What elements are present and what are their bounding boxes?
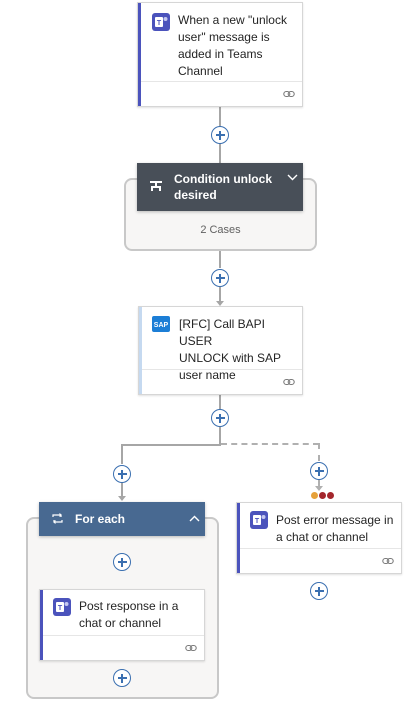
teams-icon: T: [250, 511, 268, 529]
post-response-title-line: chat or channel: [79, 616, 162, 630]
chevron-up-icon[interactable]: [189, 515, 200, 522]
insert-step-button[interactable]: [211, 409, 229, 427]
condition-header[interactable]: Condition unlock desired: [137, 163, 303, 211]
for-each-title: For each: [75, 512, 126, 526]
svg-text:SAP: SAP: [154, 322, 169, 329]
card-footer: [141, 81, 302, 106]
status-dot: [319, 492, 326, 499]
post-response-title-line: Post response in a: [79, 599, 179, 613]
condition-title-line: desired: [174, 188, 217, 202]
connector-line: [121, 482, 123, 496]
svg-text:T: T: [157, 20, 162, 27]
insert-step-button[interactable]: [113, 553, 131, 571]
status-dot: [327, 492, 334, 499]
connector-line: [121, 444, 123, 464]
link-icon: [185, 644, 197, 652]
card-accent-bar: [138, 3, 141, 106]
connector-arrow: [118, 496, 126, 501]
insert-step-button[interactable]: [113, 465, 131, 483]
run-after-status-dots[interactable]: [311, 492, 335, 500]
connector-line: [219, 427, 221, 445]
post-response-card[interactable]: T Post response in a chat or channel: [39, 589, 205, 661]
rfc-call-card[interactable]: SAP [RFC] Call BAPI USER UNLOCK with SAP…: [138, 306, 303, 395]
teams-icon: T: [53, 598, 71, 616]
trigger-title: When a new "unlock user" message is adde…: [178, 12, 298, 80]
connector-arrow: [315, 486, 323, 491]
branch-line-right-dashed-vertical: [318, 443, 320, 461]
card-footer: [240, 548, 401, 573]
connector-line: [219, 287, 221, 302]
loop-icon: [52, 513, 63, 524]
link-icon: [283, 90, 295, 98]
post-error-title-line: Post error message in: [276, 513, 394, 527]
trigger-title-line: added in Teams: [178, 47, 263, 61]
card-footer: [43, 635, 204, 660]
insert-step-button[interactable]: [310, 462, 328, 480]
connector-line: [219, 395, 221, 409]
card-accent-bar: [237, 503, 240, 573]
rfc-title-line: UNLOCK with SAP: [179, 351, 282, 365]
insert-step-button[interactable]: [211, 269, 229, 287]
link-icon: [382, 557, 394, 565]
connector-line: [318, 479, 320, 489]
condition-icon: [150, 181, 162, 191]
connector-line: [219, 107, 221, 127]
trigger-card[interactable]: T When a new "unlock user" message is ad…: [137, 2, 303, 107]
teams-icon: T: [152, 13, 170, 31]
condition-cases-label[interactable]: 2 Cases: [200, 224, 241, 236]
trigger-title-line: When a new "unlock: [178, 13, 287, 27]
rfc-call-title: [RFC] Call BAPI USER UNLOCK with SAP use…: [179, 316, 301, 384]
card-accent-bar: [40, 590, 43, 660]
condition-title: Condition unlock desired: [174, 171, 272, 203]
post-error-card[interactable]: T Post error message in a chat or channe…: [236, 502, 402, 574]
link-icon: [283, 378, 295, 386]
rfc-title-line: user name: [179, 368, 236, 382]
condition-title-line: Condition unlock: [174, 172, 272, 186]
sap-icon: SAP: [152, 316, 170, 332]
post-response-title: Post response in a chat or channel: [79, 598, 203, 632]
insert-step-button[interactable]: [310, 582, 328, 600]
branch-line-right-dashed: [221, 443, 319, 445]
status-dot: [311, 492, 318, 499]
insert-step-button[interactable]: [113, 669, 131, 687]
post-error-title-line: a chat or channel: [276, 530, 369, 544]
insert-step-button[interactable]: [211, 126, 229, 144]
branch-line-left: [121, 444, 221, 446]
post-error-title: Post error message in a chat or channel: [276, 512, 401, 546]
svg-text:T: T: [58, 605, 63, 612]
for-each-header[interactable]: For each: [39, 502, 205, 536]
rfc-title-line: [RFC] Call BAPI USER: [179, 317, 266, 348]
trigger-title-line: Channel: [178, 64, 223, 78]
connector-arrow: [216, 301, 224, 306]
svg-text:T: T: [255, 518, 260, 525]
trigger-title-line: user" message is: [178, 30, 270, 44]
connector-line: [219, 143, 221, 173]
card-footer: [142, 369, 302, 394]
card-accent-bar: [139, 307, 142, 394]
chevron-down-icon[interactable]: [287, 174, 298, 181]
connector-line: [219, 250, 221, 268]
